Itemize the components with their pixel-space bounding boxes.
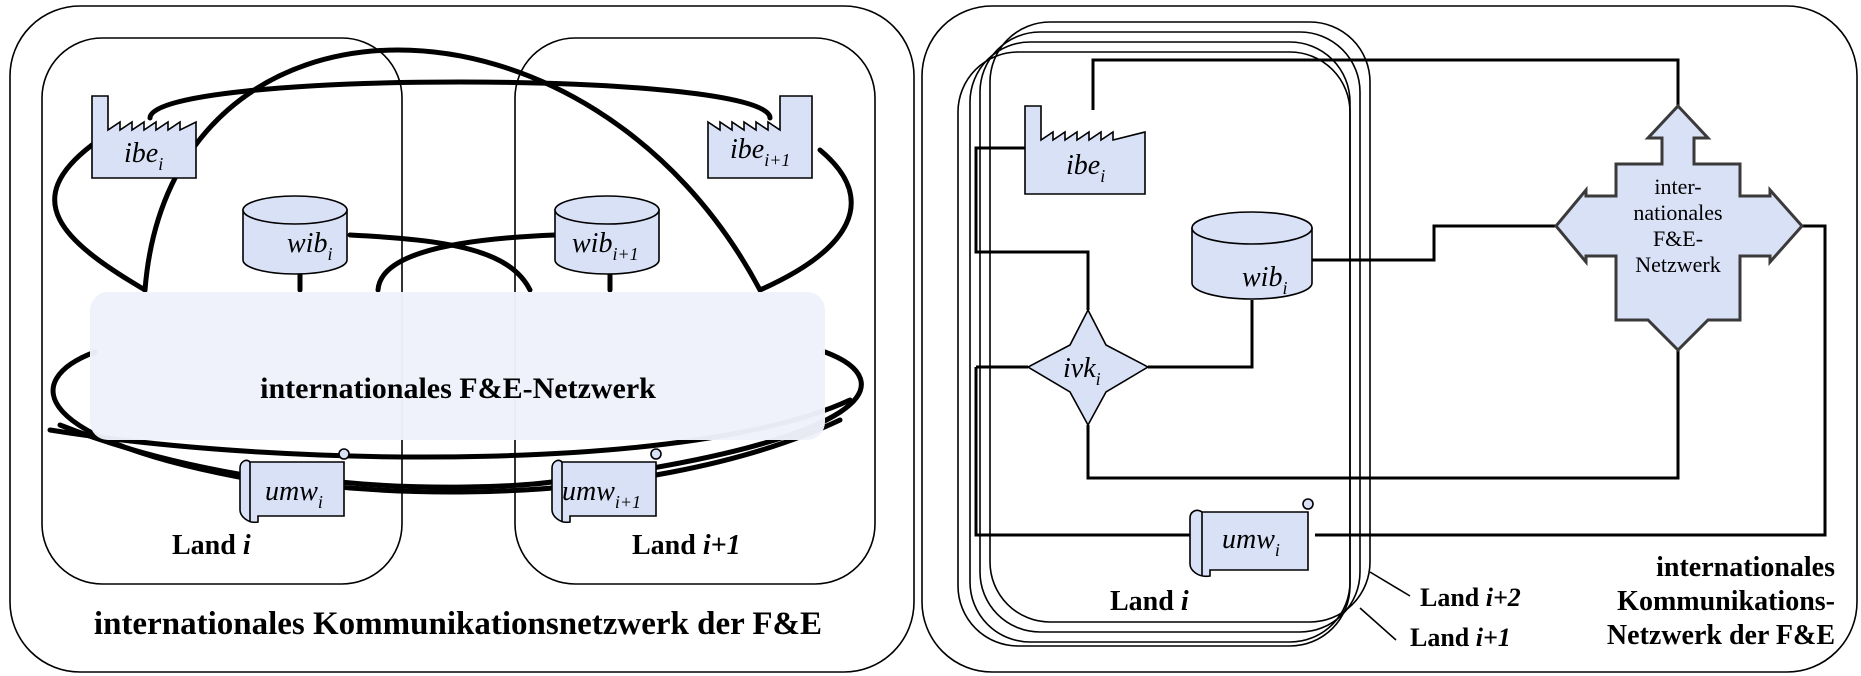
network-hub-arrow: inter- nationales F&E- Netzwerk — [1554, 103, 1805, 353]
ibe-label-right: ibei — [1066, 150, 1105, 186]
ibe-label-i-plus-1: ibei+1 — [730, 134, 790, 170]
country-label-back: Land i+1 — [1410, 623, 1511, 652]
hub-label-line-2: nationales — [1633, 200, 1722, 225]
wib-label-i-plus-1: wibi+1 — [572, 228, 639, 264]
overlay-panel — [90, 292, 825, 440]
hub-label-line-4: Netzwerk — [1635, 252, 1721, 277]
left-panel: ibei ibei+1 wibi wibi+1 internationales … — [9, 5, 915, 673]
right-caption-line-1: internationales — [1656, 552, 1835, 583]
right-caption-line-2: Kommunikations- — [1617, 586, 1835, 617]
leader-line-mid — [1369, 571, 1411, 597]
ibe-node-right: ibei — [1024, 105, 1146, 195]
ivk-label-right: ivki — [1063, 353, 1101, 389]
right-caption-line-3: Netzwerk der F&E — [1607, 620, 1835, 651]
umw-label-i: umwi — [265, 476, 323, 512]
ivk-node-right: ivki — [1026, 308, 1150, 427]
hub-label-line-3: F&E- — [1653, 226, 1703, 251]
umw-node-i-plus-1: umwi+1 — [551, 448, 662, 524]
ibe-label-i: ibei — [124, 138, 163, 174]
wib-label-i: wibi — [287, 228, 332, 264]
umw-node-right: umwi — [1189, 498, 1314, 578]
country-frame-front — [957, 51, 1351, 647]
ibe-node-i-plus-1: ibei+1 — [707, 95, 813, 179]
umw-node-i: umwi — [239, 448, 350, 524]
leader-line-back — [1359, 607, 1397, 641]
umw-label-right: umwi — [1222, 524, 1280, 560]
left-outer-frame — [9, 5, 915, 673]
overlay-label: internationales F&E-Netzwerk — [260, 372, 656, 405]
right-panel: ibei wibi ivki umwi inter- nationales F&… — [921, 5, 1858, 673]
country-frame-mid — [979, 31, 1361, 633]
hub-label-line-1: inter- — [1654, 174, 1701, 199]
country-frame-back — [989, 21, 1371, 623]
wib-node-i: wibi — [242, 195, 348, 275]
wib-label-right: wibi — [1242, 262, 1287, 298]
wib-node-right: wibi — [1191, 211, 1313, 300]
wib-node-i-plus-1: wibi+1 — [554, 195, 660, 275]
umw-label-i-plus-1: umwi+1 — [562, 476, 641, 512]
country-label-i: Land i — [172, 530, 251, 561]
country-label-mid: Land i+2 — [1420, 583, 1521, 612]
ibe-node-i: ibei — [91, 95, 197, 179]
country-label-i-plus-1: Land i+1 — [632, 530, 741, 561]
country-label-front: Land i — [1110, 586, 1189, 617]
network-wires — [974, 58, 1827, 537]
right-outer-frame — [921, 5, 1858, 673]
left-caption: internationales Kommunikationsnetzwerk d… — [94, 606, 822, 642]
